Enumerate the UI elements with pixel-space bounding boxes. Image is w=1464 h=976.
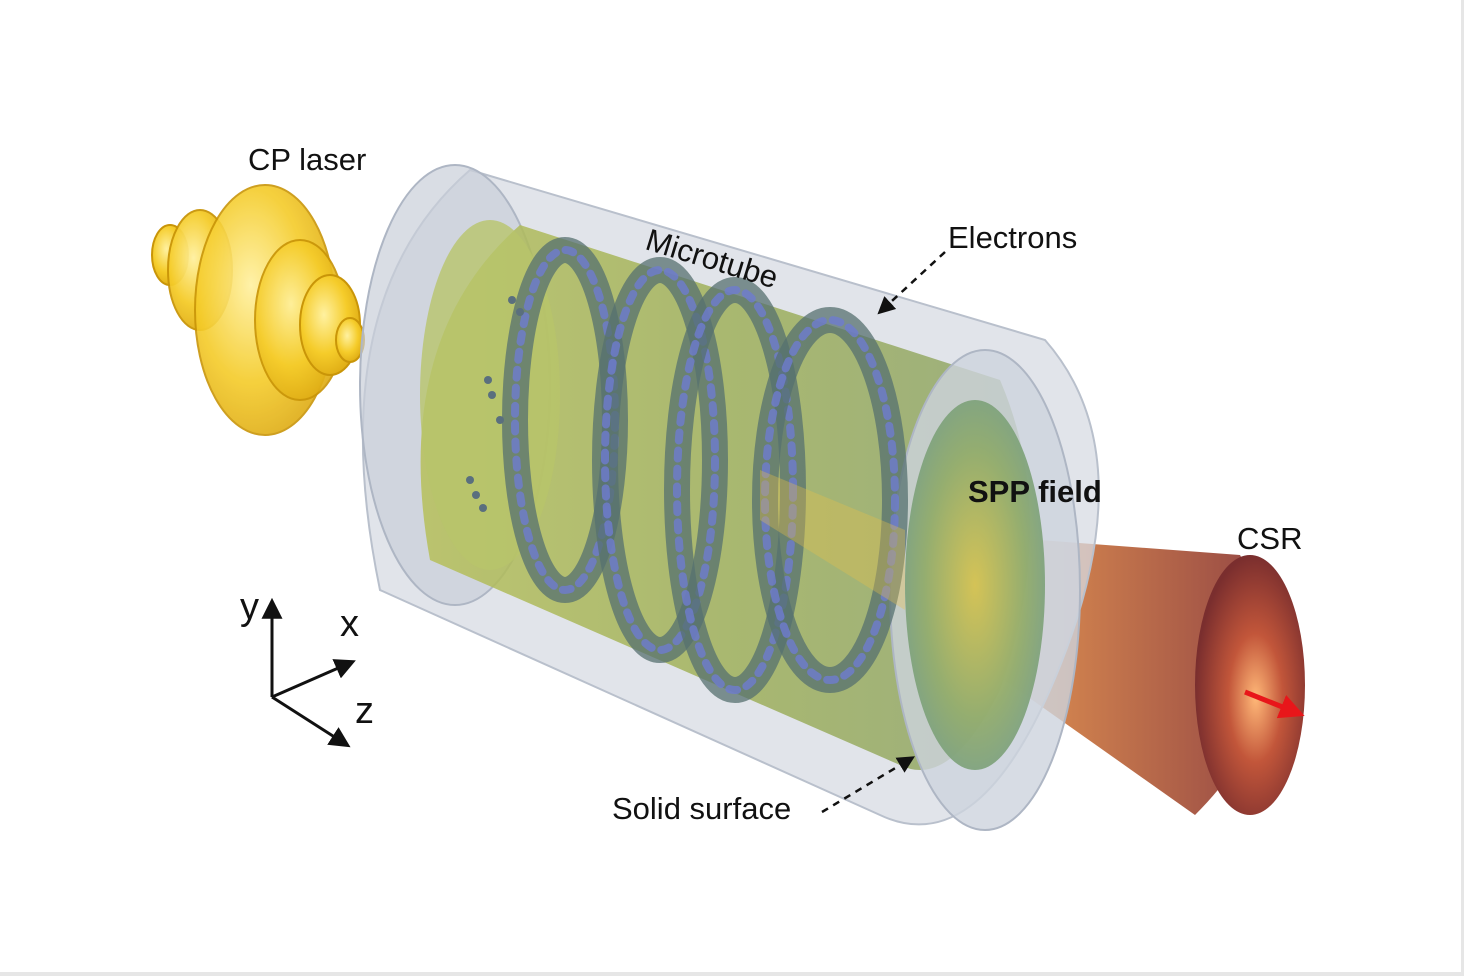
cp-laser-pulses (151, 184, 365, 436)
axis-z-label: z (355, 690, 374, 732)
electron-helix (502, 237, 908, 703)
csr-label: CSR (1237, 521, 1303, 556)
frame-bottom-edge (0, 972, 1464, 976)
axis-y-label: y (240, 586, 259, 628)
electrons-pointer (877, 251, 946, 315)
spp-field-glow (760, 470, 905, 610)
axis-x-label: x (340, 603, 359, 645)
solid-surface-label: Solid surface (612, 791, 792, 826)
stray-electrons (466, 296, 524, 512)
solid-surface-pointer (821, 756, 916, 814)
cp-laser-label: CP laser (248, 142, 367, 177)
spp-field-label: SPP field (968, 474, 1102, 509)
coordinate-axes (261, 597, 356, 748)
output-arrow (1244, 689, 1305, 719)
electrons-label: Electrons (948, 220, 1078, 255)
frame-right-edge (1461, 0, 1464, 976)
